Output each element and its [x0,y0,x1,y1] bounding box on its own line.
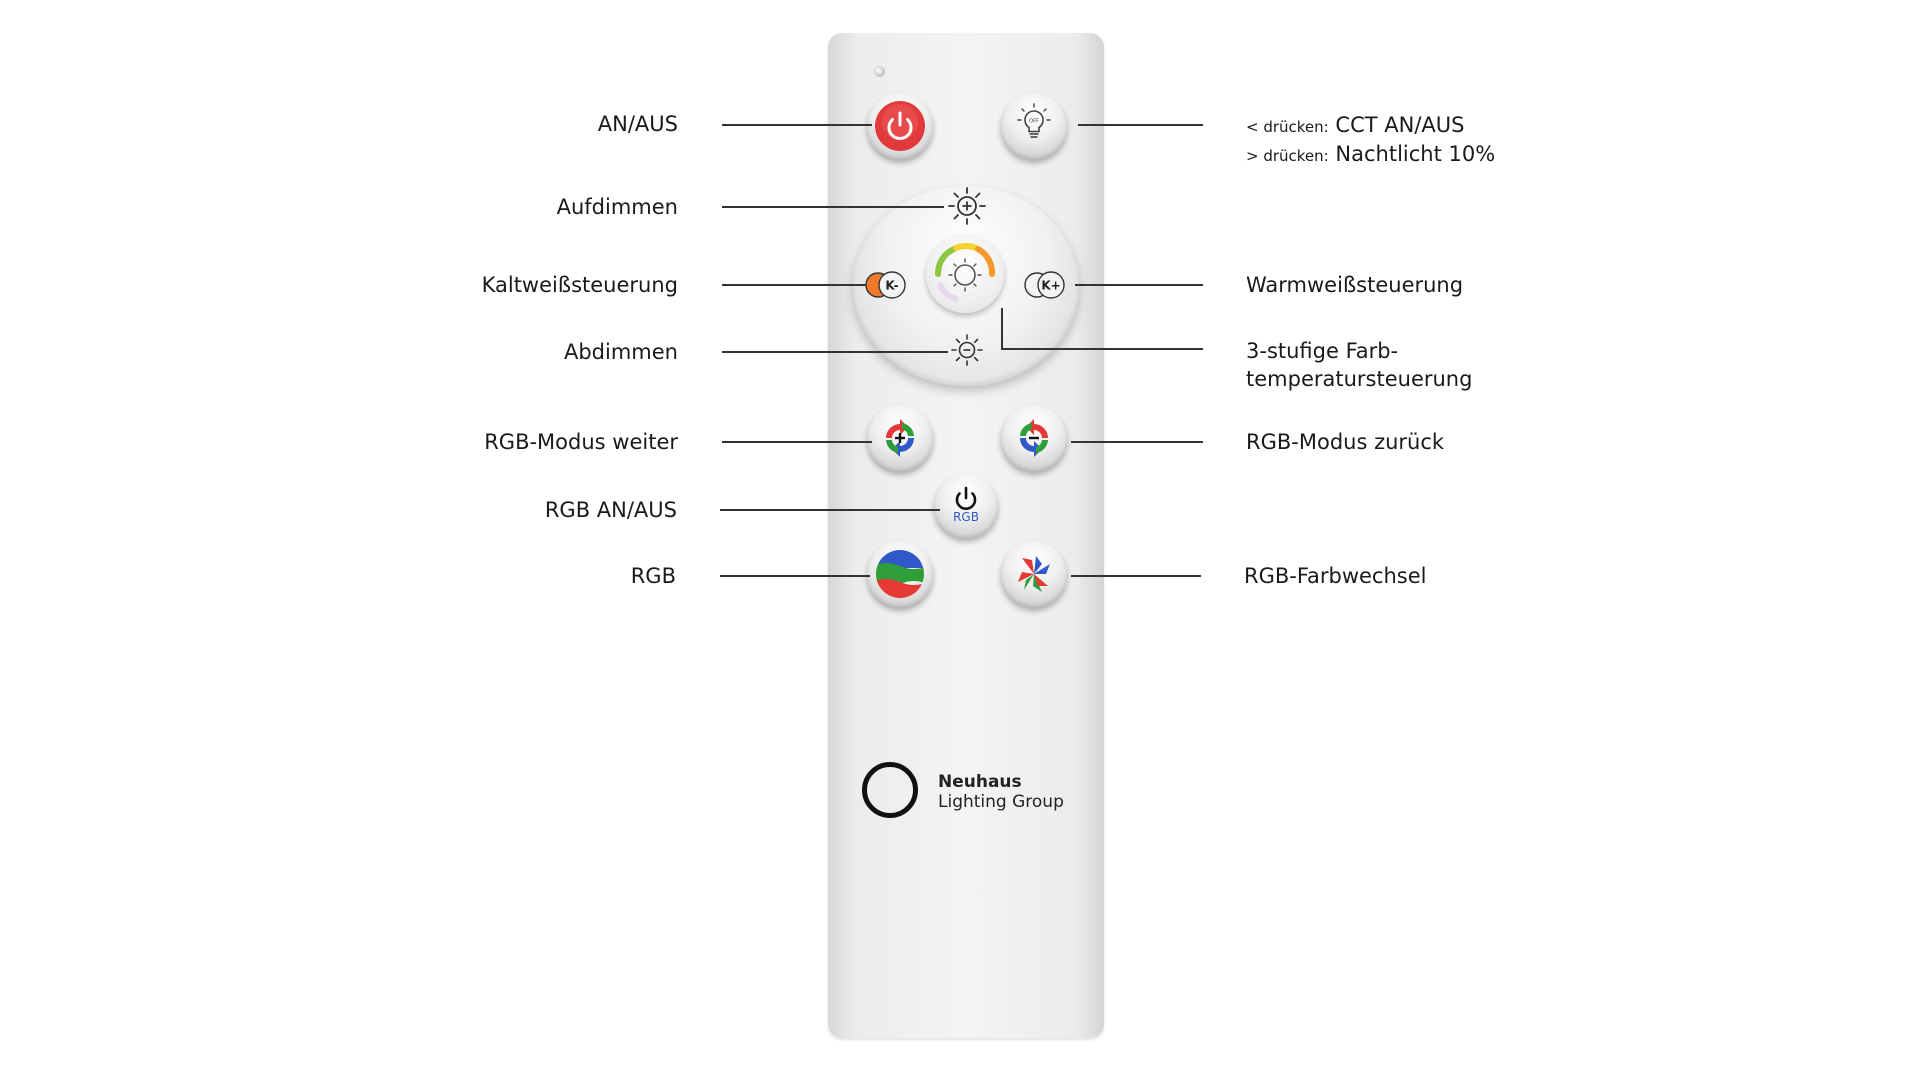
rgb-power-icon: RGB [953,486,979,524]
k-plus-text: K+ [1041,279,1060,293]
label-rgb: RGB [630,564,676,588]
callout-vline-color-temp [1001,308,1003,348]
color-temp-icon [934,243,995,302]
dim-down-button[interactable] [947,330,987,370]
label-cct-long-prefix: > drücken: [1246,147,1329,165]
rgb-color-change-button[interactable] [1001,541,1067,607]
label-color-temp-1: 3-stufige Farb- [1246,339,1399,363]
logo-name: Neuhaus [938,772,1022,792]
ir-sensor [874,66,885,77]
rgb-prev-icon [1020,419,1048,457]
bulb-icon: OFF [1017,103,1051,138]
label-cct-long-value: Nachtlicht 10% [1335,142,1496,166]
sun-minus-icon [951,334,983,366]
label-dim-down: Abdimmen [563,340,678,364]
rgb-next-icon [886,419,914,457]
power-icon [875,101,925,151]
dim-up-button[interactable] [944,183,990,229]
label-dim-up: Aufdimmen [556,195,678,219]
color-change-icon [1018,556,1050,592]
rgb-power-button[interactable]: RGB [934,474,998,538]
callout-line-rgb-mode-next [722,441,872,443]
color-temp-button[interactable] [926,235,1004,313]
bulb-off-text: OFF [1029,119,1039,125]
callout-line-cold-white [722,284,866,286]
rgb-power-text: RGB [953,510,979,524]
callout-line-rgb-mode-prev [1071,441,1203,443]
rgb-icon [876,550,924,598]
neuhaus-logo-ring [862,762,918,818]
warm-white-button[interactable]: K+ [1022,268,1070,302]
label-cct-long: > drücken: Nachtlicht 10% [1246,141,1495,169]
callout-line-dim-down [722,351,948,353]
callout-line-warm-white [1075,284,1203,286]
label-rgb-mode-next: RGB-Modus weiter [484,430,678,454]
rgb-button[interactable] [867,541,933,607]
label-cct-short: < drücken: CCT AN/AUS [1246,112,1464,140]
callout-line-rgb [720,575,870,577]
logo-sub: Lighting Group [938,792,1064,812]
callout-line-color-temp [1001,348,1203,350]
label-rgb-mode-prev: RGB-Modus zurück [1246,430,1445,454]
rgb-mode-next-button[interactable] [867,405,933,471]
label-color-temp-2: temperatursteuerung [1246,367,1473,391]
cold-white-button[interactable]: K- [863,268,911,302]
callout-line-rgb-color-change [1071,575,1201,577]
label-cct-short-prefix: < drücken: [1246,118,1329,136]
neuhaus-logo-text: Neuhaus Lighting Group [938,772,1064,812]
k-minus-text: K- [885,279,898,293]
k-plus-icon: K+ [1024,271,1065,299]
power-button[interactable] [867,93,933,159]
label-rgb-power: RGB AN/AUS [544,498,677,522]
label-cold-white: Kaltweißsteuerung [481,273,678,297]
rgb-mode-prev-button[interactable] [1001,405,1067,471]
label-cct-short-value: CCT AN/AUS [1335,113,1465,137]
callout-line-dim-up [722,206,944,208]
label-power: AN/AUS [597,112,678,136]
callout-line-rgb-power [720,509,940,511]
callout-line-cct [1078,124,1203,126]
cct-bulb-button[interactable]: OFF [1001,93,1067,159]
label-warm-white: Warmweißsteuerung [1246,273,1464,297]
label-rgb-color-change: RGB-Farbwechsel [1244,564,1427,588]
callout-line-power [722,124,872,126]
sun-plus-icon [948,187,986,225]
k-minus-icon: K- [865,271,906,299]
